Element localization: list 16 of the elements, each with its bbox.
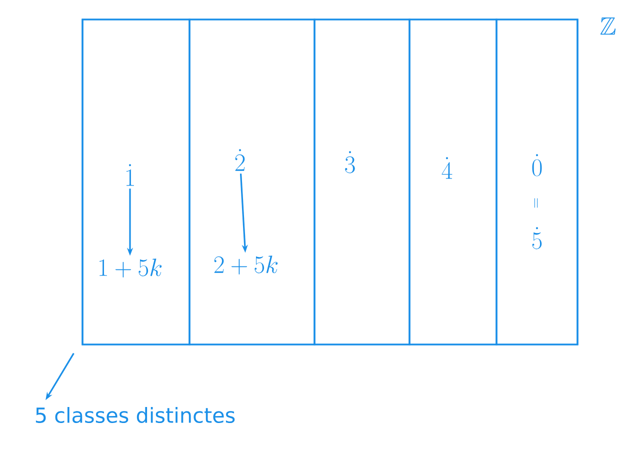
class-label: $\dot{3}$ bbox=[345, 151, 355, 174]
set-symbol: $\mathbb{Z}$ bbox=[600, 18, 616, 35]
class-label: $\dot{4}$ bbox=[442, 157, 452, 179]
class-column bbox=[82, 18, 190, 346]
class-label: $\dot{2}$ bbox=[235, 149, 245, 171]
equals-sign: $=$ bbox=[534, 198, 538, 208]
class-column bbox=[496, 18, 578, 346]
class-label: $\dot{1}$ bbox=[126, 164, 134, 186]
class-label: $2+5k$ bbox=[214, 256, 278, 274]
class-column bbox=[408, 18, 498, 346]
class-label: $\dot{5}$ bbox=[532, 227, 542, 250]
class-label: $\dot{0}$ bbox=[532, 154, 542, 176]
class-column bbox=[188, 18, 316, 346]
note-text: 5 classes distinctes bbox=[36, 407, 235, 424]
class-column bbox=[314, 18, 410, 346]
class-label: $1+5k$ bbox=[100, 258, 162, 278]
